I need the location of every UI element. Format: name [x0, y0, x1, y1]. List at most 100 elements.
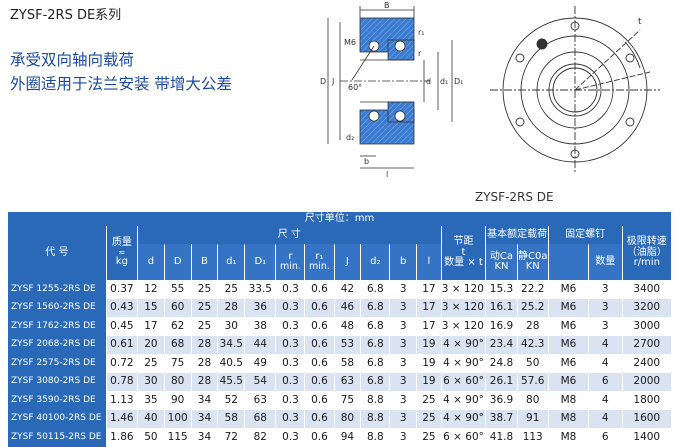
cell-b: 3 — [389, 391, 418, 410]
cell-D1: 54 — [244, 372, 277, 391]
cell-r: 0.3 — [275, 428, 306, 447]
cell-screw: M6 — [548, 372, 590, 391]
cell-d1: 40.5 — [217, 354, 246, 373]
cell-l: 19 — [416, 335, 442, 354]
cell-l: 19 — [416, 354, 442, 373]
cell-code: ZYSF 3590-2RS DE — [8, 391, 107, 410]
cell-code: ZYSF 2575-2RS DE — [8, 354, 107, 373]
cell-l: 17 — [416, 280, 442, 299]
cell-r1: 0.6 — [304, 391, 335, 410]
cell-screw: M6 — [548, 354, 590, 373]
col-c0a: 静C0a KN — [517, 244, 549, 280]
cell-d: 15 — [137, 298, 165, 317]
cell-J: 80 — [334, 409, 362, 428]
cell-d1: 52 — [217, 391, 246, 410]
cell-code: ZYSF 2068-2RS DE — [8, 335, 107, 354]
cell-ca: 23.4 — [485, 335, 518, 354]
cell-J: 53 — [334, 335, 362, 354]
code-header: 代 号 — [8, 226, 107, 280]
cell-B: 28 — [191, 354, 219, 373]
cell-r1: 0.6 — [304, 428, 335, 447]
cell-speed: 2400 — [622, 354, 673, 373]
label-D: D — [320, 77, 326, 86]
cell-r: 0.3 — [275, 298, 306, 317]
cell-b: 3 — [389, 409, 418, 428]
cell-pitch: 4 × 90° — [441, 409, 487, 428]
cell-qty: 6 — [588, 428, 623, 447]
dims-header: 尺 寸 — [137, 226, 442, 244]
label-B: B — [384, 1, 390, 10]
cell-d: 12 — [137, 280, 165, 299]
cell-J: 58 — [334, 354, 362, 373]
cell-pitch: 4 × 90° — [441, 354, 487, 373]
cell-d2: 6.8 — [360, 372, 391, 391]
cell-mass: 0.61 — [106, 335, 139, 354]
cell-screw: M8 — [548, 391, 590, 410]
cell-D: 55 — [164, 280, 192, 299]
cell-l: 17 — [416, 317, 442, 336]
cell-b: 3 — [389, 428, 418, 447]
cell-D: 62 — [164, 317, 192, 336]
cell-d2: 6.8 — [360, 335, 391, 354]
col-l: l — [416, 244, 442, 280]
col-D1: D₁ — [244, 244, 277, 280]
speed-header: 极限转速 （油脂） r/min — [622, 226, 673, 280]
screw-header: 固定螺钉 — [548, 226, 623, 244]
cell-l: 17 — [416, 298, 442, 317]
col-r1: r₁ min. — [304, 244, 335, 280]
cell-B: 34 — [191, 391, 219, 410]
label-M6: M6 — [344, 38, 356, 47]
cell-screw: M8 — [548, 428, 590, 447]
cell-d2: 8.8 — [360, 409, 391, 428]
cell-r: 0.3 — [275, 317, 306, 336]
cell-b: 3 — [389, 335, 418, 354]
cell-screw: M6 — [548, 298, 590, 317]
cell-J: 48 — [334, 317, 362, 336]
cell-ca: 15.3 — [485, 280, 518, 299]
cell-d: 17 — [137, 317, 165, 336]
cell-qty: 4 — [588, 409, 623, 428]
cell-d2: 6.8 — [360, 280, 391, 299]
cell-r1: 0.6 — [304, 317, 335, 336]
cell-speed: 3000 — [622, 317, 673, 336]
cell-d1: 58 — [217, 409, 246, 428]
cell-screw: M6 — [548, 317, 590, 336]
cell-r: 0.3 — [275, 372, 306, 391]
cell-mass: 0.37 — [106, 280, 139, 299]
pitch-header: 节距 t 数量 × t — [441, 226, 487, 280]
cell-d: 25 — [137, 354, 165, 373]
cell-D: 90 — [164, 391, 192, 410]
cell-code: ZYSF 1255-2RS DE — [8, 280, 107, 299]
col-screw-qty: 数量 — [588, 244, 623, 280]
cell-r1: 0.6 — [304, 298, 335, 317]
load-header: 基本额定载荷 — [485, 226, 549, 244]
cell-D1: 33.5 — [244, 280, 277, 299]
cell-d: 50 — [137, 428, 165, 447]
cell-D: 68 — [164, 335, 192, 354]
cell-qty: 4 — [588, 335, 623, 354]
cell-d: 30 — [137, 372, 165, 391]
cell-d1: 30 — [217, 317, 246, 336]
cell-r1: 0.6 — [304, 335, 335, 354]
cell-speed: 2000 — [622, 372, 673, 391]
cell-d1: 25 — [217, 280, 246, 299]
cell-screw: M8 — [548, 409, 590, 428]
cell-l: 25 — [416, 391, 442, 410]
col-B: B — [191, 244, 219, 280]
cell-d1: 72 — [217, 428, 246, 447]
cell-pitch: 3 × 120° — [441, 298, 487, 317]
label-t: t — [638, 17, 642, 27]
cell-l: 25 — [416, 409, 442, 428]
cell-D: 100 — [164, 409, 192, 428]
cell-r: 0.3 — [275, 280, 306, 299]
col-screw-size — [548, 244, 590, 280]
cell-speed: 3400 — [622, 280, 673, 299]
cell-D: 80 — [164, 372, 192, 391]
cell-B: 25 — [191, 298, 219, 317]
cell-r: 0.3 — [275, 391, 306, 410]
cell-D1: 82 — [244, 428, 277, 447]
